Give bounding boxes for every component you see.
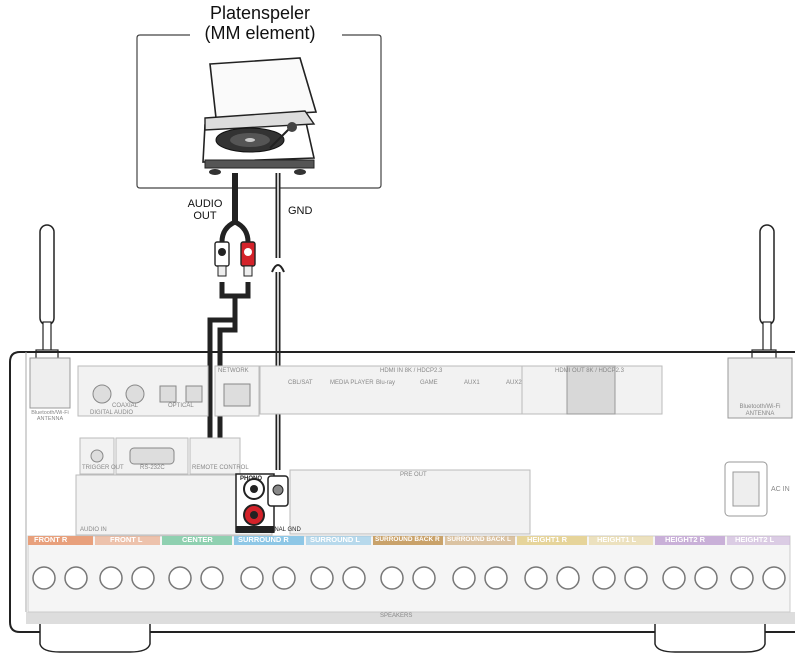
hdmi-input-4: GAME [420, 380, 438, 387]
hdmi-input-1: CBL/SAT [288, 380, 313, 387]
signal-gnd-label: SIGNAL GND [264, 527, 301, 534]
speaker-center: CENTER [182, 536, 213, 544]
spade-terminal [272, 265, 284, 272]
speaker-height1-l: HEIGHT1 L [597, 536, 636, 544]
hdmi-out-label: HDMI OUT 8K / HDCP2.3 [555, 368, 624, 375]
speaker-height1-r: HEIGHT1 R [527, 536, 567, 544]
turntable-icon [203, 58, 316, 175]
speaker-front-r: FRONT R [34, 536, 67, 544]
speaker-height2-l: HEIGHT2 L [735, 536, 774, 544]
remote-label: REMOTE CONTROL [192, 465, 249, 472]
audio-in-label: AUDIO IN [80, 527, 107, 534]
optical-label: OPTICAL [168, 403, 194, 410]
phono-label: PHONO [240, 476, 262, 483]
coaxial-label: COAXIAL [112, 403, 138, 410]
speakers-label: SPEAKERS [380, 613, 412, 620]
foot-right [655, 624, 765, 652]
pre-out-block [290, 470, 530, 534]
speaker-surround-r: SURROUND R [238, 536, 289, 544]
rca-plug-right [241, 242, 255, 276]
digital-audio-label: DIGITAL AUDIO [90, 410, 133, 417]
ac-in-label: AC IN [771, 486, 790, 494]
speaker-height2-r: HEIGHT2 R [665, 536, 705, 544]
antenna-label-right: Bluetooth/Wi-Fi ANTENNA [728, 404, 792, 417]
hdmi-input-5: AUX1 [464, 380, 480, 387]
network-label: NETWORK [218, 368, 249, 375]
antenna-label-left: Bluetooth/Wi-Fi ANTENNA [30, 410, 70, 422]
speaker-surround-back-l: SURROUND BACK L [447, 536, 511, 543]
foot-left [40, 624, 150, 652]
speaker-surround-l: SURROUND L [310, 536, 360, 544]
speaker-surround-back-r: SURROUND BACK R [375, 536, 440, 543]
trigger-label: TRIGGER OUT [82, 465, 124, 472]
hdmi-in-label: HDMI IN 8K / HDCP2.3 [380, 368, 442, 375]
hdmi-input-6: AUX2 [506, 380, 522, 387]
rs232c-label: RS-232C [140, 465, 165, 472]
pre-out-label: PRE OUT [400, 472, 427, 479]
rca-plug-left [215, 242, 229, 276]
speaker-front-l: FRONT L [110, 536, 143, 544]
hdmi-input-3: Blu-ray [376, 380, 395, 387]
hdmi-input-2: MEDIA PLAYER [330, 380, 374, 387]
antenna-mount-left [30, 358, 70, 408]
